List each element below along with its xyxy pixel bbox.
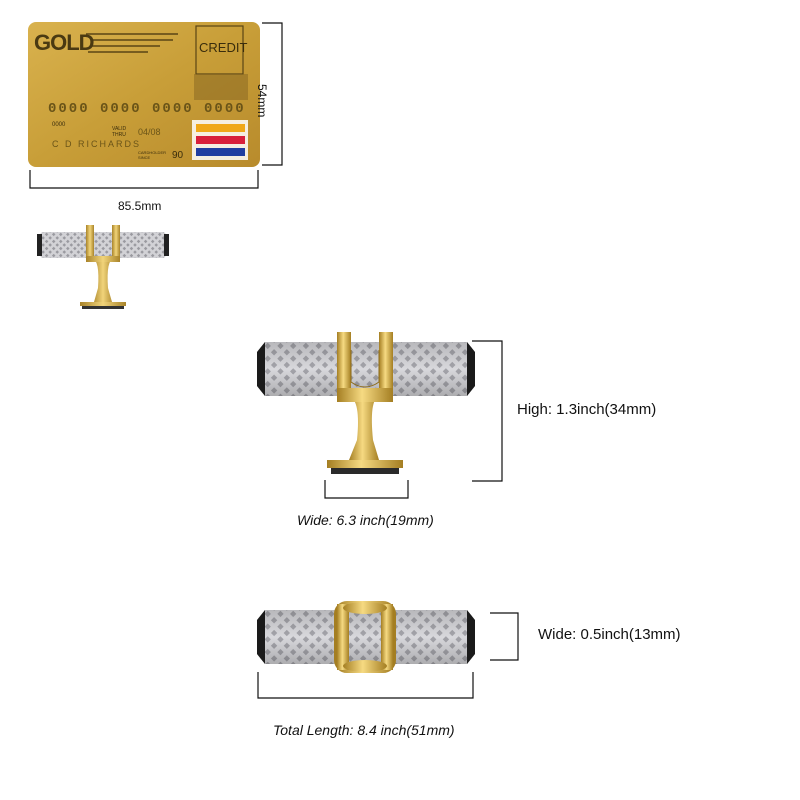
card-holder: C D RICHARDS <box>52 139 142 149</box>
knob-front-view <box>257 332 475 474</box>
card-since-label: CARDHOLDER SINCE <box>138 150 167 160</box>
knob-height-bracket <box>472 340 503 482</box>
bar-width-label: Wide: 0.5inch(13mm) <box>538 626 681 643</box>
card-number: 0000 0000 0000 0000 <box>48 101 246 117</box>
card-type: CREDIT <box>199 40 248 55</box>
card-height-label: 54mm <box>255 84 269 118</box>
card-expiry: 04/08 <box>138 127 161 137</box>
bar-width-bracket <box>490 612 519 661</box>
card-valid-label: VALID THRU <box>112 126 127 138</box>
small-knob <box>37 225 169 309</box>
card-small-number: 0000 <box>52 122 66 128</box>
total-length-label: Total Length: 8.4 inch(51mm) <box>273 722 455 738</box>
knob-top-view <box>257 601 475 673</box>
base-width-bracket <box>324 480 409 499</box>
total-length-bracket <box>257 672 474 699</box>
card-since-value: 90 <box>172 150 184 161</box>
credit-card <box>28 22 260 167</box>
card-height-bracket <box>262 22 283 166</box>
card-brand: GOLD <box>34 30 95 55</box>
card-width-bracket <box>29 170 259 189</box>
base-width-label: Wide: 6.3 inch(19mm) <box>297 512 434 528</box>
card-width-label: 85.5mm <box>118 199 162 213</box>
knob-height-label: High: 1.3inch(34mm) <box>517 401 657 418</box>
